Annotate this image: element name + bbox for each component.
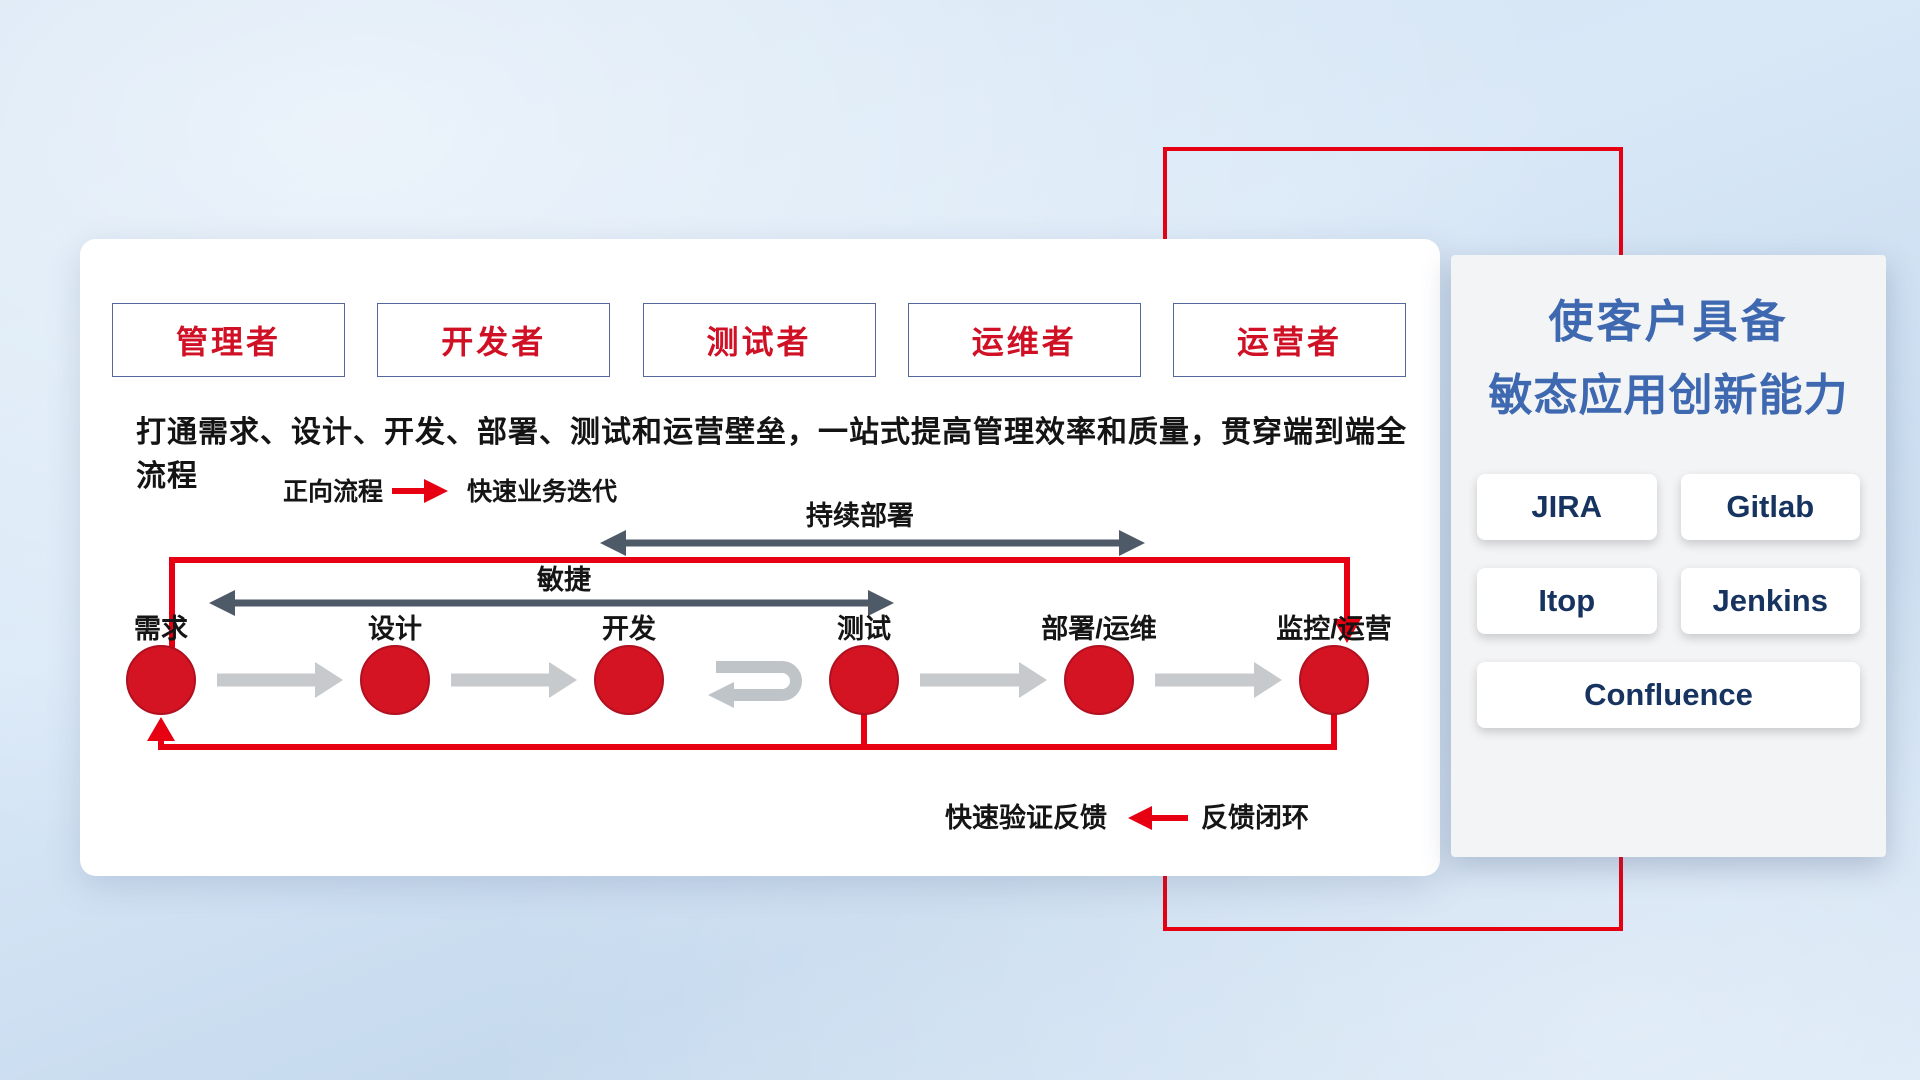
tool-chip-confluence: Confluence (1477, 662, 1860, 728)
step-arrow-1-head (315, 662, 343, 698)
stage-node-develop (594, 645, 664, 715)
panel-title: 使客户具备 敏态应用创新能力 (1477, 299, 1860, 418)
iteration-loop-head (708, 682, 734, 708)
step-arrow-2-head (549, 662, 577, 698)
iteration-loop-icon (716, 661, 802, 701)
tool-chip-itop: Itop (1477, 568, 1657, 634)
agile-head-right (868, 590, 894, 616)
agile-label: 敏捷 (536, 565, 592, 595)
legend-forward-arrow-head (424, 479, 448, 503)
legend-forward-label: 正向流程 (283, 477, 383, 506)
stage-label-monitor: 监控/运营 (1276, 614, 1392, 644)
stage-node-requirement (126, 645, 196, 715)
panel-title-line1: 使客户具备 (1548, 296, 1789, 347)
continuous-deploy-arrow: 持续部署 (600, 500, 1145, 556)
legend-feedback-arrow-head (1128, 806, 1152, 830)
forward-loop-arrow-head (1333, 619, 1361, 643)
panel-title-line2: 敏态应用创新能力 (1488, 371, 1849, 420)
legend-forward: 正向流程 快速业务迭代 (283, 477, 617, 506)
stage-label-design: 设计 (368, 614, 422, 644)
agile-head-left (209, 590, 235, 616)
devops-flow-card: 管理者 开发者 测试者 运维者 运营者 打通需求、设计、开发、部署、测试和运营壁… (80, 239, 1440, 876)
tool-chip-jira: JIRA (1477, 474, 1657, 540)
role-box-manager: 管理者 (112, 303, 345, 377)
feedback-loop-arrow-head (147, 717, 175, 741)
continuous-deploy-label: 持续部署 (806, 500, 914, 531)
stage-node-design (360, 645, 430, 715)
step-arrow-5-head (1254, 662, 1282, 698)
tool-chip-gitlab: Gitlab (1680, 474, 1860, 540)
stage-node-test (829, 645, 899, 715)
description-text: 打通需求、设计、开发、部署、测试和运营壁垒，一站式提高管理效率和质量，贯穿端到端… (136, 416, 1407, 493)
stage-label-deploy-ops: 部署/运维 (1041, 613, 1157, 644)
stage-label-develop: 开发 (602, 613, 656, 644)
legend-forward-desc: 快速业务迭代 (467, 478, 617, 506)
agile-arrow: 敏捷 (209, 565, 894, 616)
step-arrow-4-head (1019, 662, 1047, 698)
tool-chip-grid: JIRA Gitlab Itop Jenkins Confluence (1477, 474, 1860, 728)
stage-node-monitor (1299, 645, 1369, 715)
stage-node-deploy-ops (1064, 645, 1134, 715)
continuous-deploy-head-right (1119, 530, 1145, 556)
legend-feedback-label: 反馈闭环 (1201, 803, 1309, 833)
forward-loop-line (169, 557, 1361, 653)
role-box-ops: 运维者 (907, 303, 1141, 377)
feedback-loop-line (147, 712, 1337, 750)
stage-nodes (126, 645, 1369, 715)
legend-feedback: 快速验证反馈 反馈闭环 (945, 802, 1309, 833)
step-arrows (217, 661, 1282, 708)
stage-labels: 需求 设计 开发 测试 部署/运维 监控/运营 (134, 613, 1392, 644)
role-boxes-row: 管理者 开发者 测试者 运维者 运营者 (112, 303, 1406, 377)
tool-chip-jenkins: Jenkins (1680, 568, 1860, 634)
continuous-deploy-head-left (600, 530, 626, 556)
forward-loop-path (169, 557, 1350, 653)
role-box-operator: 运营者 (1173, 303, 1406, 377)
capability-panel: 使客户具备 敏态应用创新能力 JIRA Gitlab Itop Jenkins … (1451, 255, 1886, 857)
feedback-loop-path (158, 712, 1337, 750)
stage-label-test: 测试 (837, 614, 891, 644)
stage-label-requirement: 需求 (134, 614, 188, 644)
legend-feedback-desc: 快速验证反馈 (945, 802, 1107, 833)
flow-diagram: 正向流程 快速业务迭代 持续部署 敏捷 (126, 477, 1392, 833)
role-box-developer: 开发者 (377, 303, 611, 377)
role-box-tester: 测试者 (642, 303, 876, 377)
